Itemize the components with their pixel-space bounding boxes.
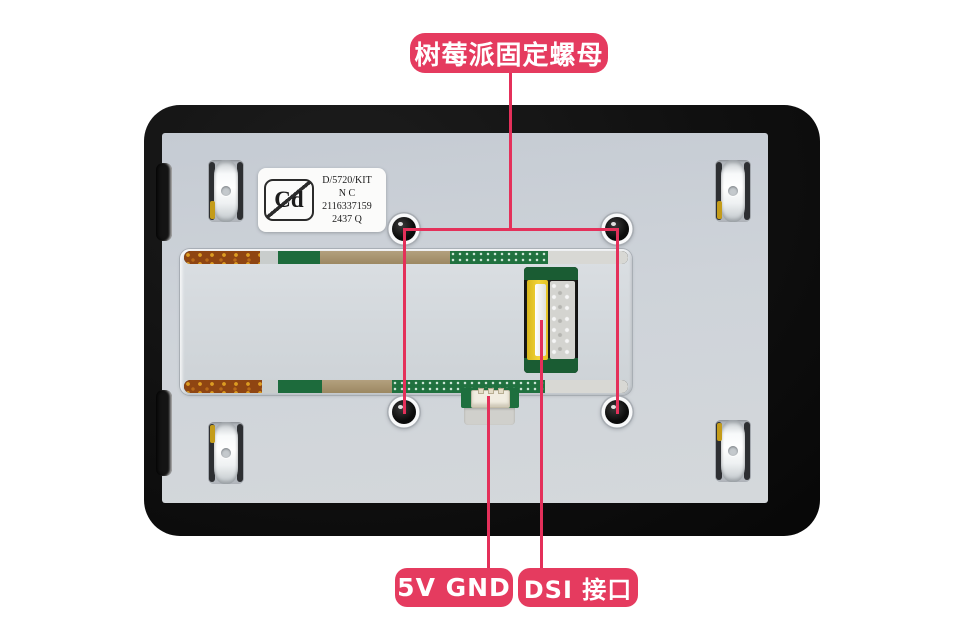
pcb-segment (450, 251, 548, 264)
connector-pin (498, 388, 504, 394)
clip-slot (716, 422, 722, 480)
foam-segment (548, 251, 628, 264)
callout-line-top-vertical (509, 72, 512, 230)
cd-logo-text: Cd (274, 187, 304, 212)
clip-slot (744, 422, 750, 480)
clip-slot (716, 162, 722, 220)
mounting-clip-top-left (208, 160, 244, 222)
callout-line-left-nuts (403, 228, 406, 414)
screw-glint (611, 405, 616, 409)
flex-cable-segment (184, 380, 262, 393)
connector-pin (478, 388, 484, 394)
label-dsi-port: DSI 接口 (518, 568, 638, 607)
slot-segment (260, 251, 278, 264)
power-jst-connector (471, 388, 510, 408)
bottom-cable-slot (184, 380, 628, 393)
connector-pin (488, 388, 494, 394)
kapton-tape-segment (322, 380, 392, 393)
sticker-line-3: 2437 Q (332, 214, 362, 225)
slot-segment (262, 380, 278, 393)
clip-hole (221, 186, 231, 196)
clip-accent (717, 423, 722, 441)
callout-line-right-nuts (616, 228, 619, 414)
clip-hole (728, 186, 738, 196)
top-cable-slot (184, 251, 628, 264)
product-label-sticker: Cd D/5720/KIT N C 2116337159 2437 Q (258, 168, 386, 232)
clip-slot (209, 162, 215, 220)
clip-slot (209, 424, 215, 482)
dsi-connector-window (524, 267, 578, 373)
mounting-clip-top-right (715, 160, 751, 222)
clip-accent (717, 201, 722, 219)
lcd-back-plate (180, 249, 632, 395)
display-back-panel: Cd D/5720/KIT N C 2116337159 2437 Q (156, 133, 768, 503)
screw-glint (398, 405, 403, 409)
flex-cable-segment (184, 251, 260, 264)
power-connector-notch (461, 388, 519, 425)
pcb-edge (524, 358, 578, 373)
foam-pad (550, 281, 575, 359)
clip-slot (237, 162, 243, 220)
sticker-line-2: N C 2116337159 (322, 188, 372, 212)
clip-slot (237, 424, 243, 482)
display-back-frame: Cd D/5720/KIT N C 2116337159 2437 Q (144, 105, 820, 536)
clip-slot (744, 162, 750, 220)
clip-accent (210, 425, 215, 443)
mounting-clip-bottom-left (208, 422, 244, 484)
label-fixing-nuts: 树莓派固定螺母 (410, 33, 608, 73)
callout-line-5v-gnd (487, 396, 490, 568)
kapton-tape-segment (320, 251, 450, 264)
foam-segment (545, 380, 628, 393)
screw-glint (398, 222, 403, 226)
sticker-text: D/5720/KIT N C 2116337159 2437 Q (314, 174, 380, 226)
cadmium-free-icon: Cd (264, 179, 314, 221)
clip-hole (728, 446, 738, 456)
pcb-edge (524, 267, 578, 280)
left-edge-notch-bottom (156, 390, 172, 476)
sticker-line-1: D/5720/KIT (322, 175, 372, 186)
screw-glint (611, 222, 616, 226)
callout-line-dsi (540, 320, 543, 568)
clip-hole (221, 448, 231, 458)
pcb-segment (278, 251, 320, 264)
pcb-segment (278, 380, 322, 393)
callout-line-horizontal (403, 228, 619, 231)
mounting-clip-bottom-right (715, 420, 751, 482)
label-5v-gnd: 5V GND (395, 568, 513, 607)
clip-accent (210, 201, 215, 219)
left-edge-notch-top (156, 163, 172, 241)
